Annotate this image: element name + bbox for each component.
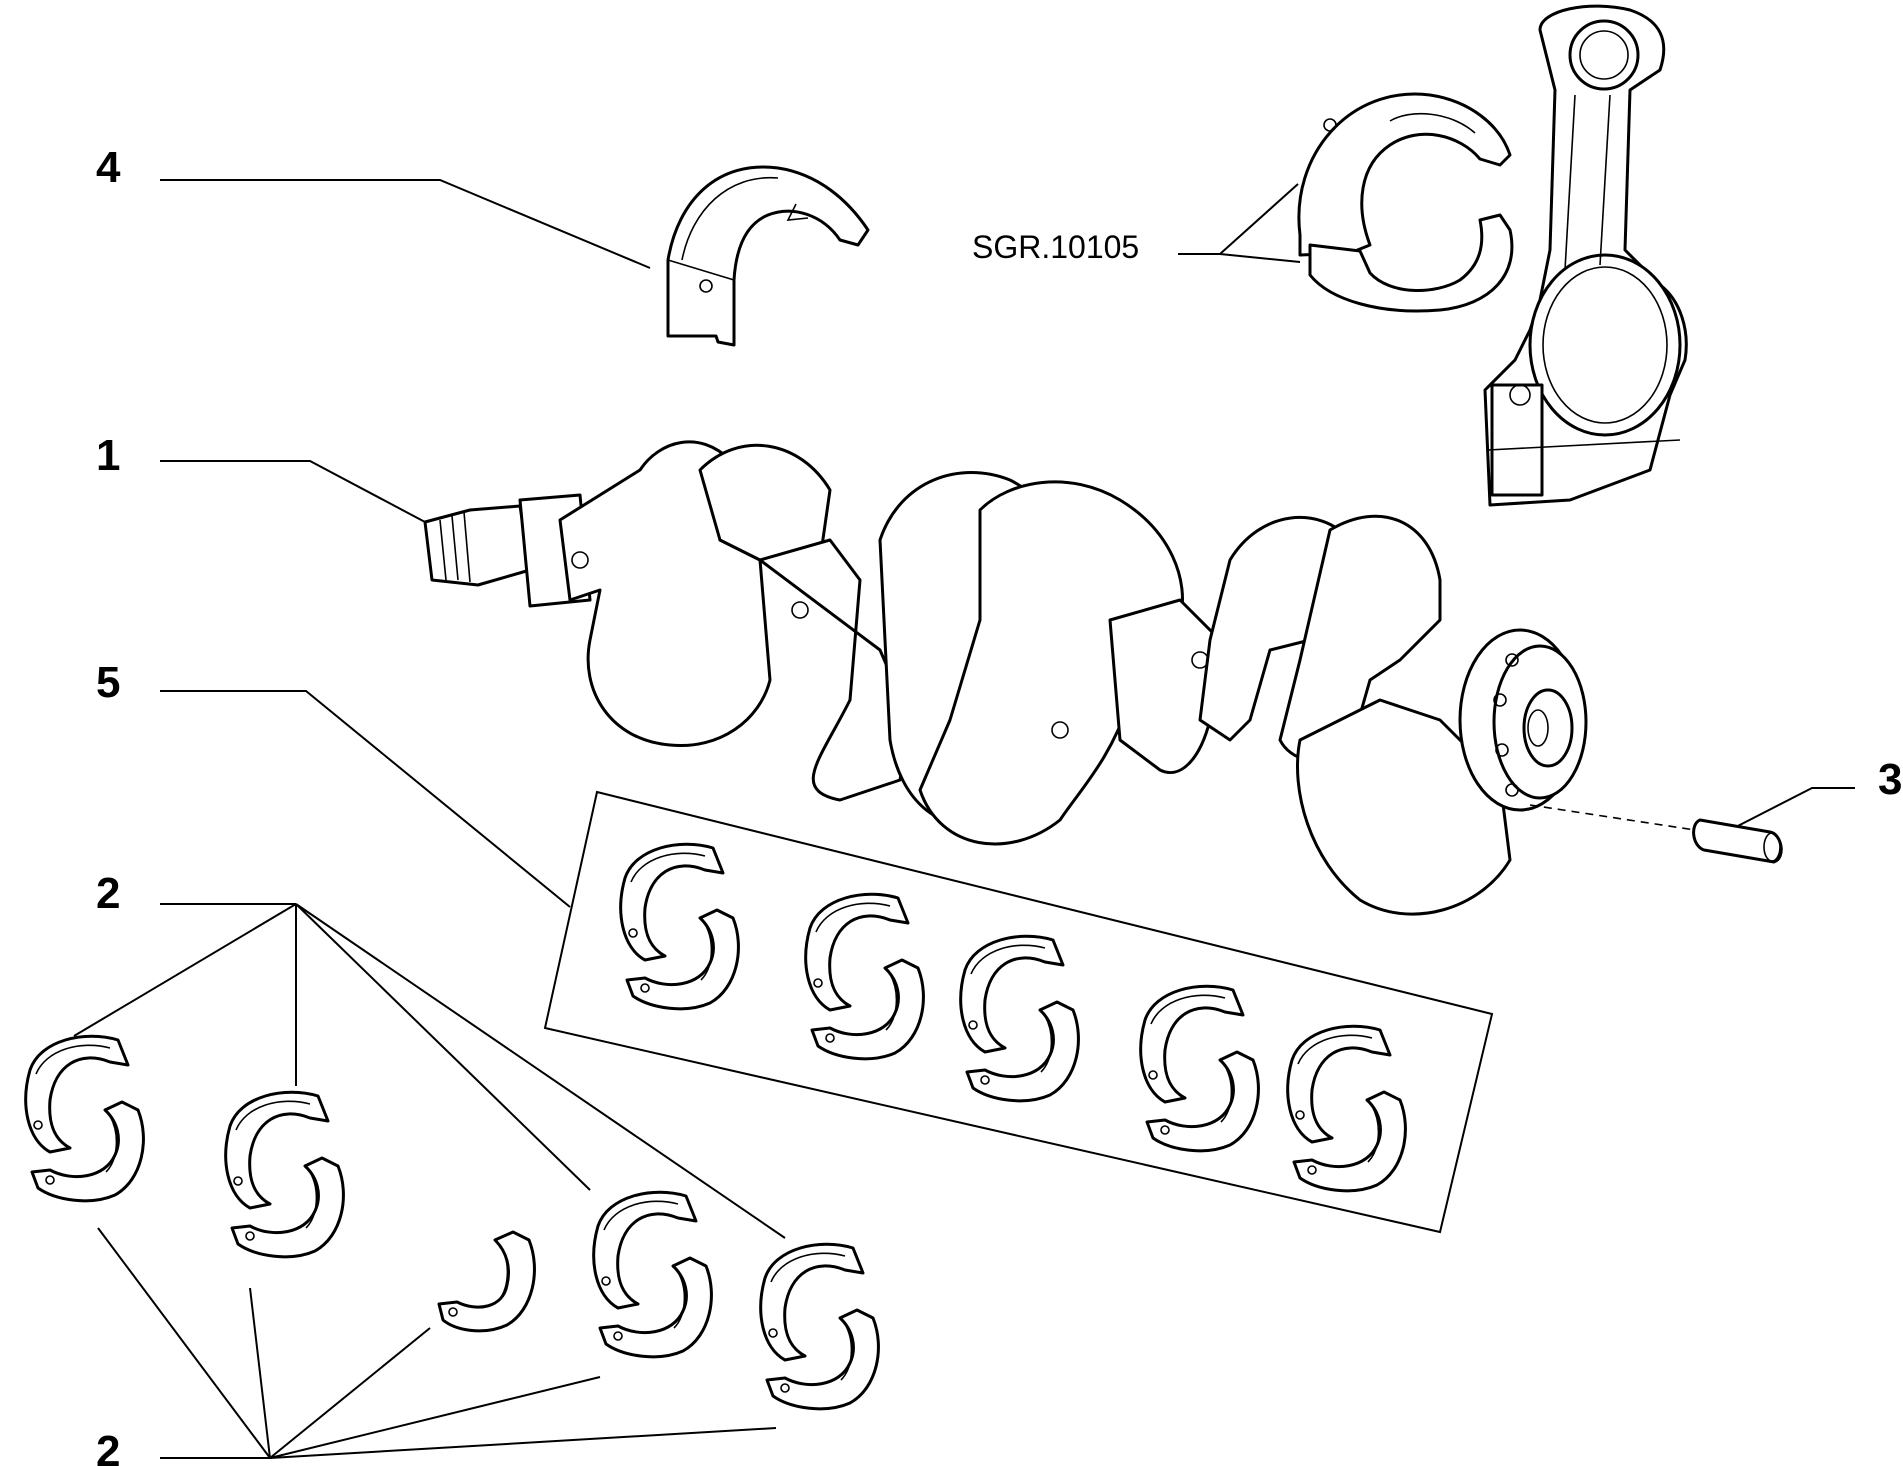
callout-label-4: 4 [96,143,121,192]
main-bearing-half-shell [666,165,870,347]
leader-line-1 [160,460,426,523]
callout-1: 1 [96,431,426,523]
callout-label-1: 1 [96,431,120,480]
callout-4: 4 [96,143,651,269]
bearing-pair-2-1 [24,1034,145,1203]
crankshaft [423,440,1696,916]
callout-label-5: 5 [96,658,120,707]
callout-label-2-top: 2 [96,869,120,918]
callout-label-2-bottom: 2 [96,1427,120,1466]
con-rod-bearing-shell [1297,92,1514,313]
leader-line-3 [1729,787,1855,831]
reference-code-label: SGR.10105 [972,229,1139,265]
leader-line-5 [160,690,571,908]
callout-5: 5 [96,658,571,908]
main-bearing-set [543,790,1494,1234]
callout-3: 3 [1729,755,1902,831]
bearing-pair-5-4 [1139,984,1260,1153]
bearing-pair-2-2 [224,1090,345,1259]
reference-code-callout: SGR.10105 [972,183,1301,265]
bearing-set-frame [543,790,1494,1234]
standard-bearing-shells [24,1034,880,1411]
callout-label-3: 3 [1878,755,1902,804]
bearing-pair-5-5 [1286,1024,1407,1193]
callout-2-bottom: 2 [96,1227,777,1466]
bearing-pair-5-1 [619,842,740,1011]
bearing-pair-5-2 [804,892,925,1061]
dowel-pin [1692,818,1783,864]
leader-line-ref [1178,183,1299,255]
bearing-pair-5-3 [959,934,1080,1103]
connecting-rod [1483,4,1688,507]
callout-2-top: 2 [73,869,786,1239]
bearing-pair-2-5 [759,1242,880,1411]
leader-line-4 [160,179,651,269]
bearing-pair-2-4 [592,1190,713,1359]
bearing-half-2-3 [437,1230,536,1333]
